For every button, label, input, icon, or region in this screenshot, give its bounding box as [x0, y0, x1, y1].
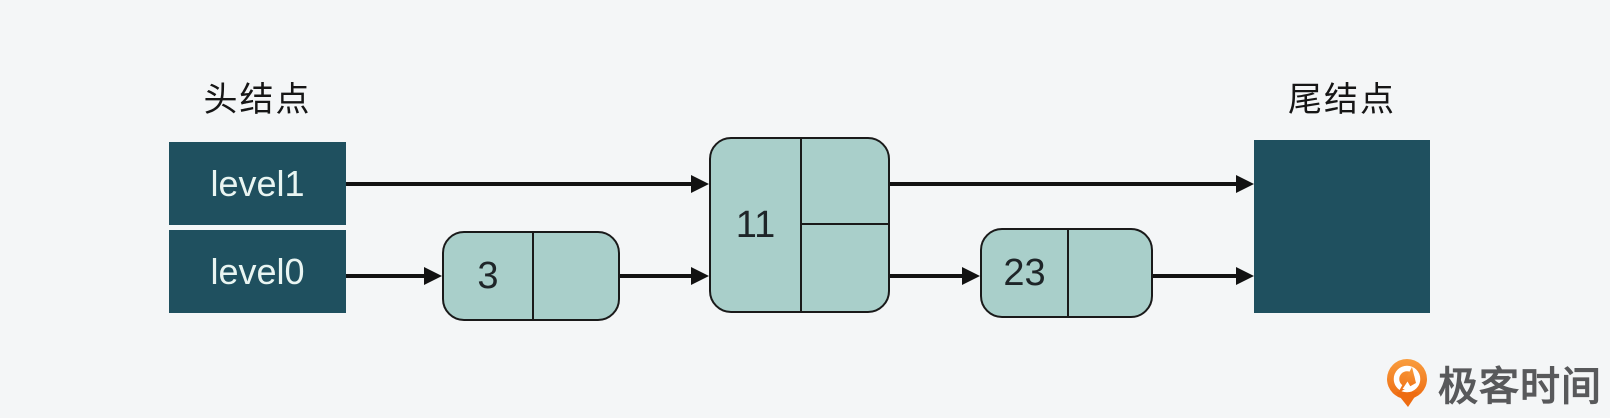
head-node-level1-label: level1 [210, 162, 305, 204]
arrow-node-3-to-node-11 [620, 266, 709, 286]
arrow-line [1153, 274, 1241, 278]
arrow-line [890, 274, 967, 278]
node-23-value: 23 [982, 230, 1069, 316]
node-11-pointer-column [802, 139, 888, 311]
node-11-level0-pointer-cell [802, 225, 888, 311]
arrow-line [620, 274, 696, 278]
arrowhead-icon [1236, 267, 1254, 285]
node-23-pointer-cell [1069, 230, 1151, 316]
arrow-line [890, 182, 1241, 186]
head-node-level0-label: level0 [210, 250, 305, 292]
arrow-line [346, 274, 429, 278]
arrowhead-icon [1236, 175, 1254, 193]
arrow-head-level0-to-node-3 [346, 266, 442, 286]
geektime-logo-icon [1387, 359, 1427, 407]
node-11-level1-pointer-cell [802, 139, 888, 225]
node-3-value: 3 [444, 233, 534, 319]
arrowhead-icon [962, 267, 980, 285]
head-node-label: 头结点 [203, 81, 312, 119]
arrow-node-11-level0-to-node-23 [890, 266, 980, 286]
node-23: 23 [980, 228, 1153, 318]
arrowhead-icon [424, 267, 442, 285]
head-node-level1-row: level1 [169, 142, 346, 225]
arrowhead-icon [691, 267, 709, 285]
geektime-logo: 极客时间 [1383, 354, 1602, 412]
arrow-node-23-to-tail [1153, 266, 1254, 286]
tail-node-label: 尾结点 [1288, 81, 1396, 119]
head-node: level1 level0 [169, 142, 346, 313]
arrow-head-level1-to-node-11 [346, 174, 709, 194]
geektime-logo-text: 极客时间 [1438, 365, 1602, 409]
node-11-value: 11 [711, 139, 802, 311]
node-11: 11 [709, 137, 890, 313]
arrowhead-icon [691, 175, 709, 193]
head-node-level0-row: level0 [169, 230, 346, 313]
arrow-line [346, 182, 696, 186]
node-3: 3 [442, 231, 620, 321]
arrow-node-11-level1-to-tail [890, 174, 1254, 194]
node-3-pointer-cell [534, 233, 618, 319]
tail-node [1254, 140, 1430, 313]
